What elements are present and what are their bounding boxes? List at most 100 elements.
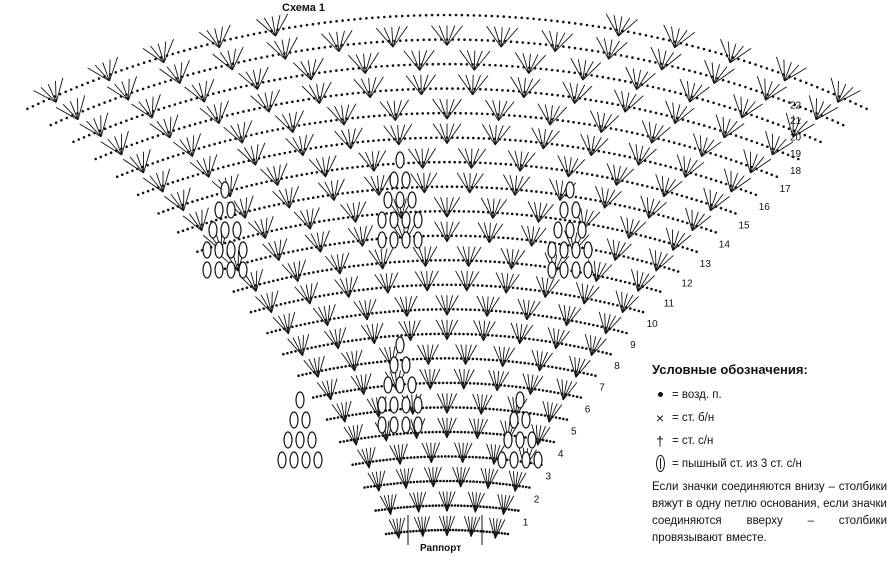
chain-stitch [325, 268, 329, 272]
double-crochet-stitch [345, 277, 350, 298]
chain-stitch [455, 406, 458, 409]
chain-stitch [377, 139, 380, 142]
chain-stitch [470, 333, 474, 336]
chain-stitch [491, 334, 494, 337]
chain-stitch [462, 210, 466, 213]
double-crochet-stitch [465, 74, 474, 96]
chain-stitch [340, 93, 344, 96]
chain-stitch [530, 214, 533, 217]
chain-stitch [550, 167, 553, 170]
chain-stitch [522, 386, 526, 390]
chain-stitch [485, 530, 489, 533]
chain-stitch [554, 217, 557, 220]
chain-stitch [464, 529, 467, 532]
chain-stitch [295, 74, 299, 78]
double-crochet-stitch [317, 355, 325, 378]
row-number: 17 [780, 184, 792, 195]
double-crochet-stitch [271, 16, 277, 37]
chain-stitch [451, 406, 454, 409]
double-crochet-stitch [310, 57, 324, 81]
chain-stitch [343, 266, 347, 269]
chain-stitch [273, 153, 276, 157]
chain-stitch [171, 52, 174, 56]
chain-stitch [358, 42, 361, 45]
chain-stitch [428, 504, 431, 508]
chain-stitch [691, 44, 694, 48]
chain-stitch [494, 162, 497, 165]
double-crochet-stitch [179, 60, 190, 84]
double-crochet-stitch [237, 250, 239, 272]
chain-stitch [210, 194, 214, 198]
chain-stitch [712, 101, 715, 105]
row-number: 22 [790, 100, 802, 111]
chain-stitch [451, 528, 455, 532]
chain-stitch [541, 389, 545, 392]
chain-stitch [448, 258, 451, 262]
chain-stitch [301, 248, 304, 251]
chain-stitch [415, 480, 419, 484]
chain-stitch [414, 284, 418, 287]
double-crochet-stitch [837, 90, 861, 103]
chain-stitch [507, 335, 511, 339]
chain-stitch [573, 46, 577, 50]
chain-stitch [487, 358, 491, 362]
double-crochet-stitch [285, 188, 290, 209]
double-crochet-stitch [55, 77, 64, 103]
chain-stitch [237, 237, 241, 241]
chain-stitch [506, 236, 510, 240]
double-crochet-stitch [324, 255, 341, 275]
chain-stitch [162, 106, 166, 110]
chain-stitch [329, 94, 333, 98]
chain-stitch [75, 85, 78, 89]
chain-stitch [538, 289, 541, 293]
chain-stitch [611, 227, 614, 231]
double-crochet-stitch [519, 152, 536, 172]
chain-stitch [361, 263, 365, 267]
row-number: 14 [719, 239, 731, 250]
double-crochet-stitch [535, 276, 546, 298]
chain-stitch [311, 396, 315, 399]
chain-stitch [433, 332, 436, 336]
double-crochet-stitch [218, 102, 222, 124]
double-crochet-stitch [674, 105, 688, 124]
double-crochet-stitch [423, 172, 431, 194]
chain-stitch [490, 186, 494, 190]
chain-stitch [272, 204, 276, 207]
chain-stitch [435, 308, 438, 311]
chain-stitch [507, 508, 511, 511]
double-crochet-stitch [355, 201, 367, 223]
chain-stitch [740, 162, 743, 165]
double-crochet-stitch [615, 165, 621, 186]
double-crochet-stitch [515, 323, 521, 344]
puff-stitch [220, 181, 230, 199]
double-crochet-stitch [421, 148, 424, 169]
double-crochet-stitch [727, 41, 731, 63]
chain-stitch [355, 413, 358, 416]
chain-stitch [316, 320, 319, 323]
chain-stitch [264, 30, 268, 34]
double-crochet-stitch [241, 120, 253, 144]
double-crochet-stitch [474, 492, 485, 513]
double-crochet-stitch [368, 446, 376, 469]
chain-stitch [390, 89, 393, 92]
chain-stitch [268, 255, 272, 258]
chain-stitch [371, 16, 374, 20]
chain-stitch [518, 385, 522, 389]
chain-stitch [432, 283, 436, 287]
chain-stitch [426, 308, 430, 311]
double-crochet-stitch [587, 134, 592, 156]
double-crochet-stitch [509, 174, 516, 196]
chain-stitch [341, 19, 344, 22]
chain-stitch [423, 455, 426, 459]
double-crochet-stitch [399, 468, 407, 489]
double-crochet-stitch [446, 393, 458, 414]
chain-stitch [247, 235, 250, 238]
double-crochet-stitch [446, 123, 462, 144]
chain-stitch [682, 67, 686, 71]
double-crochet-stitch [94, 64, 110, 82]
chain-stitch [509, 40, 513, 43]
double-crochet-stitch [493, 26, 502, 48]
chain-stitch [609, 127, 613, 130]
chain-stitch [738, 84, 742, 87]
chain-stitch [86, 81, 90, 85]
